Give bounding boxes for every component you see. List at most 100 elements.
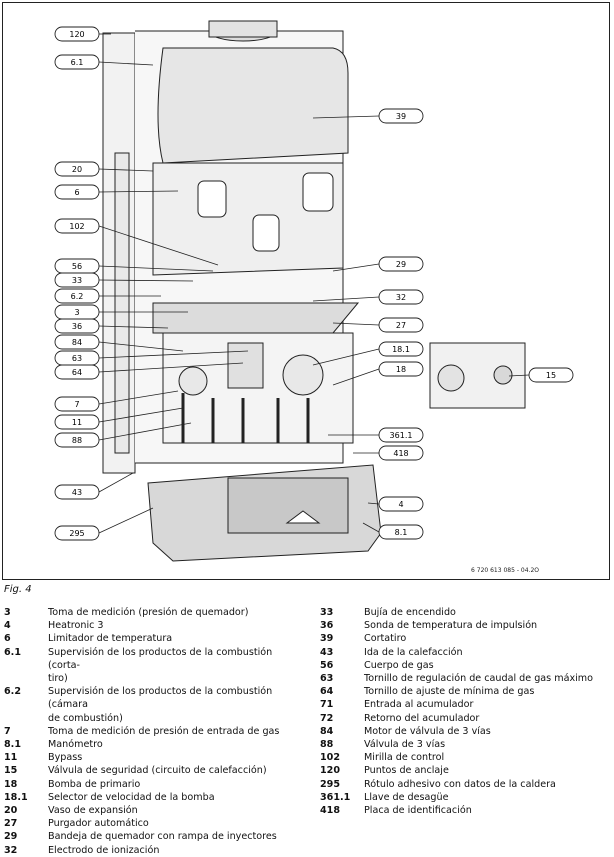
legend-number: 6.2 bbox=[4, 686, 21, 698]
legend-text: Placa de identificación bbox=[364, 805, 472, 817]
callout-8-1: 8.1 bbox=[362, 522, 424, 540]
callout-label: 18.1 bbox=[392, 345, 410, 354]
leader-line bbox=[98, 507, 154, 534]
callout-bubble bbox=[378, 427, 424, 443]
callout-label: 63 bbox=[72, 354, 82, 363]
legend-text: Toma de medición (presión de quemador) bbox=[48, 607, 249, 618]
leader-line bbox=[332, 263, 380, 272]
callout-label: 6 bbox=[74, 188, 79, 197]
legend-number: 27 bbox=[4, 818, 18, 830]
pipes bbox=[181, 393, 310, 443]
callout-label: 43 bbox=[72, 488, 82, 497]
legend-item: 88 Válvula de 3 vías bbox=[320, 738, 612, 751]
legend-number: 63 bbox=[320, 673, 334, 685]
callout-label: 36 bbox=[72, 322, 82, 331]
callout-32: 32 bbox=[312, 289, 424, 305]
callout-label: 6.1 bbox=[71, 58, 84, 67]
callout-64: 64 bbox=[54, 362, 244, 380]
legend-text: Entrada al acumulador bbox=[364, 699, 474, 711]
callout-bubble bbox=[54, 288, 100, 304]
figure-caption: Fig. 4 bbox=[4, 584, 32, 595]
legend-number: 15 bbox=[4, 765, 18, 777]
callout-label: 3 bbox=[74, 308, 79, 317]
callout-label: 18 bbox=[396, 365, 406, 374]
warning-sign bbox=[285, 510, 321, 524]
callout-43: 43 bbox=[54, 472, 134, 500]
pump bbox=[282, 354, 324, 396]
chamber-window-3 bbox=[252, 214, 280, 252]
callout-label: 33 bbox=[72, 276, 82, 285]
callout-label: 88 bbox=[72, 436, 82, 445]
leader-line bbox=[98, 168, 154, 172]
legend-text: Retorno del acumulador bbox=[364, 712, 480, 724]
leader-line bbox=[312, 296, 380, 302]
legend-text: Toma de medición de presión de entrada d… bbox=[48, 725, 280, 737]
callout-bubble bbox=[54, 161, 100, 177]
callout-label: 20 bbox=[72, 165, 82, 174]
leader-line bbox=[367, 502, 380, 505]
legend-item: 29 Bandeja de quemador con rampa de inyec… bbox=[4, 830, 304, 843]
legend-number: 361.1 bbox=[320, 791, 351, 803]
drawing-code: 6 720 613 085 - 04.2O bbox=[471, 567, 539, 574]
callout-bubble bbox=[54, 318, 100, 334]
callout-label: 29 bbox=[396, 260, 406, 269]
legend-number: 3 bbox=[4, 607, 11, 618]
legend-number: 418 bbox=[320, 805, 341, 817]
expansion-vessel bbox=[114, 152, 130, 454]
inset-pump bbox=[437, 364, 465, 392]
legend-text: tiro) bbox=[48, 673, 68, 685]
leader-line bbox=[98, 225, 219, 266]
legend-number: 39 bbox=[320, 633, 334, 645]
callout-label: 8.1 bbox=[395, 528, 408, 537]
callout-bubble bbox=[54, 184, 100, 200]
legend-text: Bandeja de quemador con rampa de inyecto… bbox=[48, 831, 277, 843]
leader-line bbox=[98, 472, 134, 493]
legend-number: 29 bbox=[4, 831, 18, 843]
callout-label: 39 bbox=[396, 112, 406, 121]
leader-line bbox=[98, 422, 192, 441]
legend-number: 72 bbox=[320, 712, 334, 724]
callout-label: 6.2 bbox=[71, 292, 84, 301]
callout-3: 3 bbox=[54, 304, 188, 320]
callout-bubble bbox=[378, 256, 424, 272]
legend-number: 120 bbox=[320, 765, 341, 777]
callout-bubble bbox=[54, 272, 100, 288]
callout-label: 84 bbox=[72, 338, 82, 347]
burner-tray bbox=[152, 302, 360, 334]
draught-diverter bbox=[157, 47, 349, 164]
legend-item: tiro) bbox=[4, 672, 304, 685]
legend-text: Electrodo de ionización bbox=[48, 844, 160, 856]
legend-number: 102 bbox=[320, 752, 341, 764]
legend-number: 43 bbox=[320, 646, 334, 658]
callout-102: 102 bbox=[54, 218, 219, 266]
callout-bubble bbox=[54, 26, 100, 42]
legend-number: 7 bbox=[4, 725, 11, 737]
callout-295: 295 bbox=[54, 507, 154, 541]
legend-number: 6 bbox=[4, 633, 11, 645]
callout-29: 29 bbox=[332, 256, 424, 272]
callout-label: 4 bbox=[398, 500, 403, 509]
callout-11: 11 bbox=[54, 407, 184, 430]
leader-line bbox=[98, 390, 179, 405]
legend-number: 4 bbox=[4, 620, 11, 632]
leader-line bbox=[98, 341, 184, 352]
legend-number: 6.1 bbox=[4, 646, 21, 658]
callout-6-1: 6.1 bbox=[54, 54, 154, 70]
callout-bubble bbox=[378, 496, 424, 512]
legend-text: Válvula de 3 vías bbox=[364, 739, 446, 751]
callout-15: 15 bbox=[508, 367, 574, 383]
legend-number: 18 bbox=[4, 778, 18, 790]
legend-number: 88 bbox=[320, 739, 334, 751]
